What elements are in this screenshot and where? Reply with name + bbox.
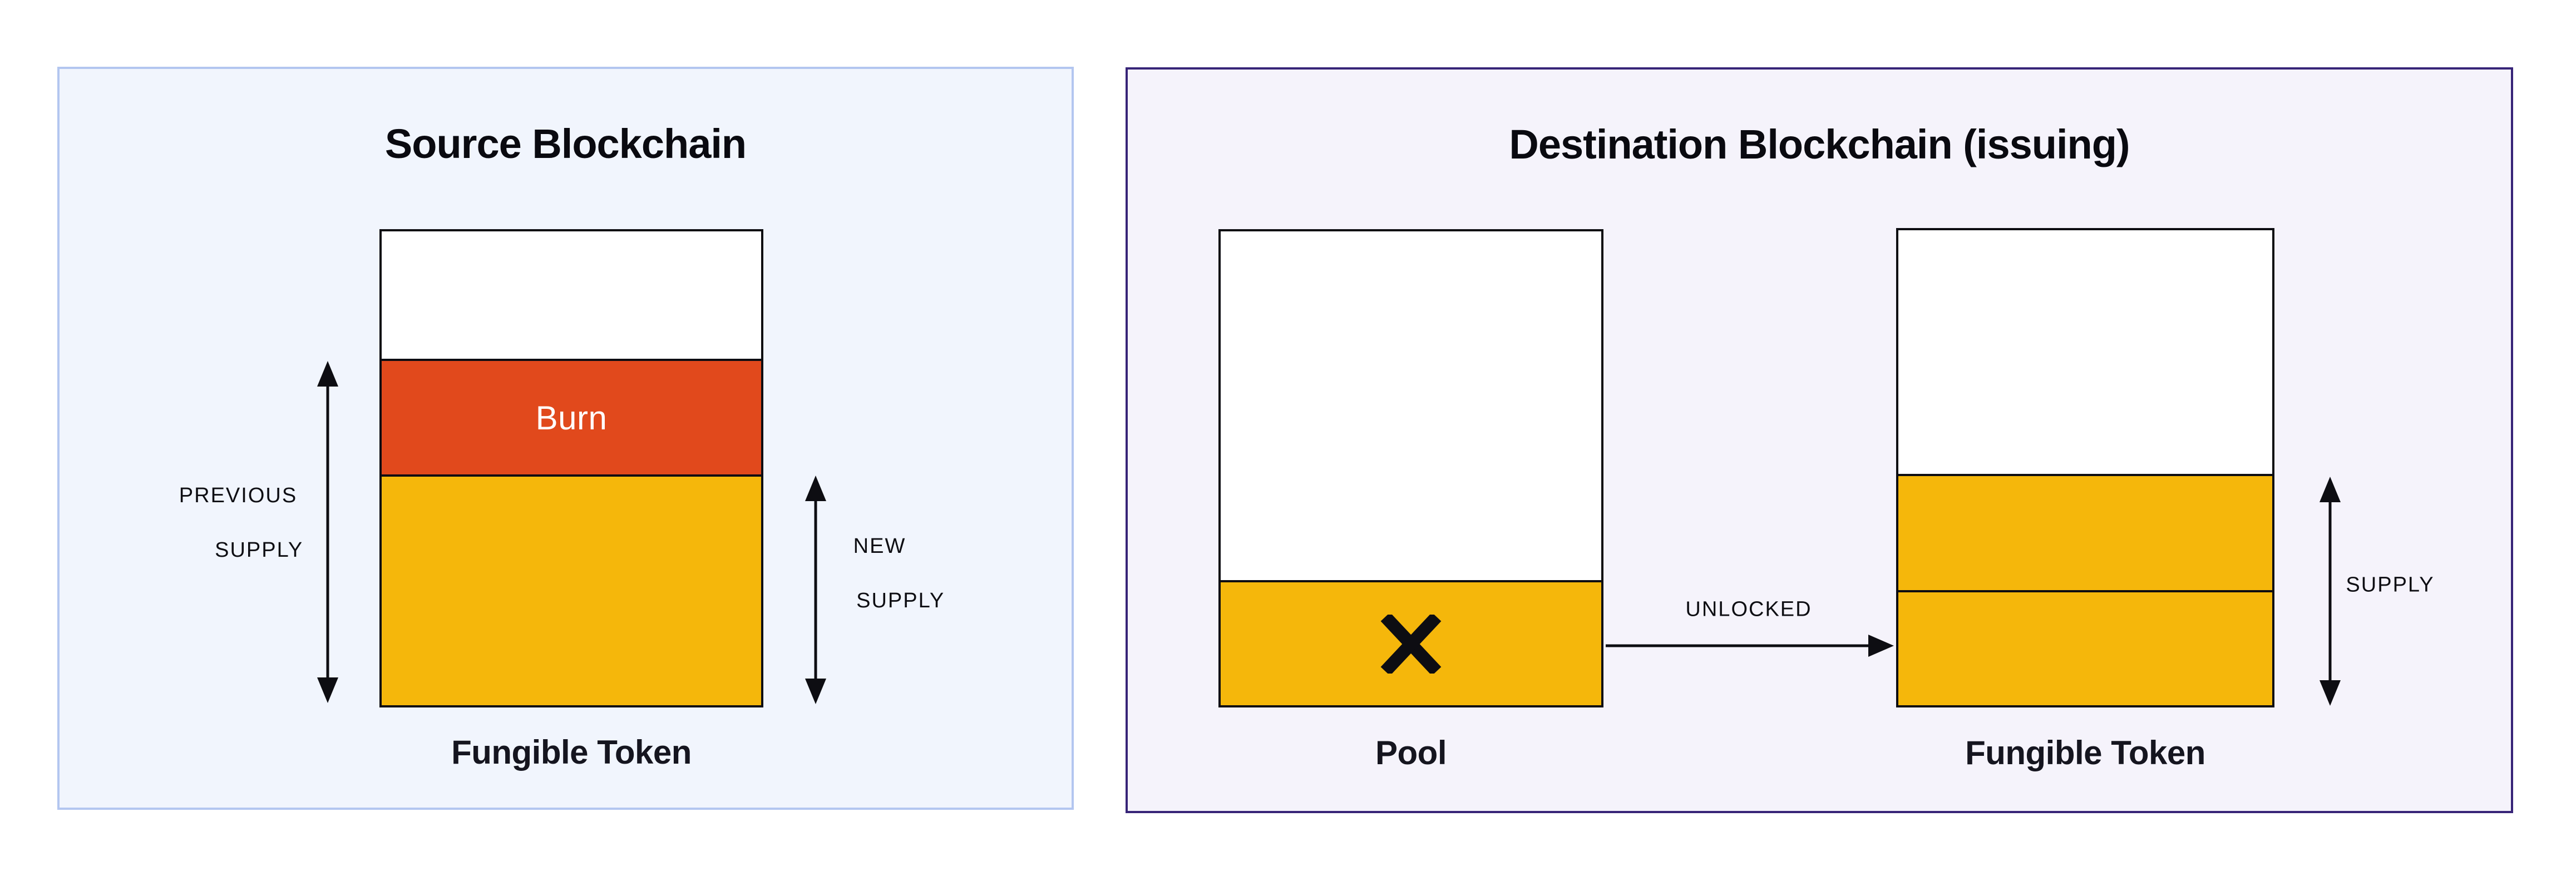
previous-supply-arrow-icon: [317, 360, 339, 704]
destination-panel-title: Destination Blockchain (issuing): [1509, 121, 2130, 167]
destination-blockchain-panel: Destination Blockchain (issuing) Pool UN: [1126, 67, 2513, 813]
burn-label: Burn: [535, 399, 608, 437]
destination-supply-segment-lower: [1898, 590, 2272, 705]
new-supply-label: NEW SUPPLY: [853, 534, 945, 612]
supply-label: SUPPLY: [2346, 573, 2435, 597]
supply-arrow-icon: [2319, 476, 2341, 707]
unlocked-arrow-icon: [1606, 633, 1895, 658]
previous-supply-label: PREVIOUS SUPPLY: [179, 484, 304, 562]
pool-empty-segment: [1221, 231, 1601, 580]
source-blockchain-panel: Source Blockchain Burn Fungible Token PR…: [57, 67, 1074, 810]
burn-segment: Burn: [382, 359, 761, 474]
unlocked-label: UNLOCKED: [1685, 597, 1812, 621]
pool-locked-segment: [1221, 580, 1601, 705]
destination-token-stack-label: Fungible Token: [1965, 734, 2205, 771]
source-token-stack-label: Fungible Token: [451, 734, 692, 771]
pool-stack-label: Pool: [1375, 734, 1447, 771]
destination-unminted-segment: [1898, 230, 2272, 474]
source-unminted-segment: [382, 231, 761, 359]
new-supply-arrow-icon: [805, 474, 827, 705]
source-token-stack: Burn: [379, 229, 763, 707]
pool-stack: [1218, 229, 1603, 707]
x-icon: [1380, 614, 1442, 674]
source-panel-title: Source Blockchain: [384, 121, 747, 167]
destination-token-stack: [1896, 228, 2274, 707]
source-supply-segment: [382, 474, 761, 705]
destination-supply-segment-upper: [1898, 474, 2272, 590]
